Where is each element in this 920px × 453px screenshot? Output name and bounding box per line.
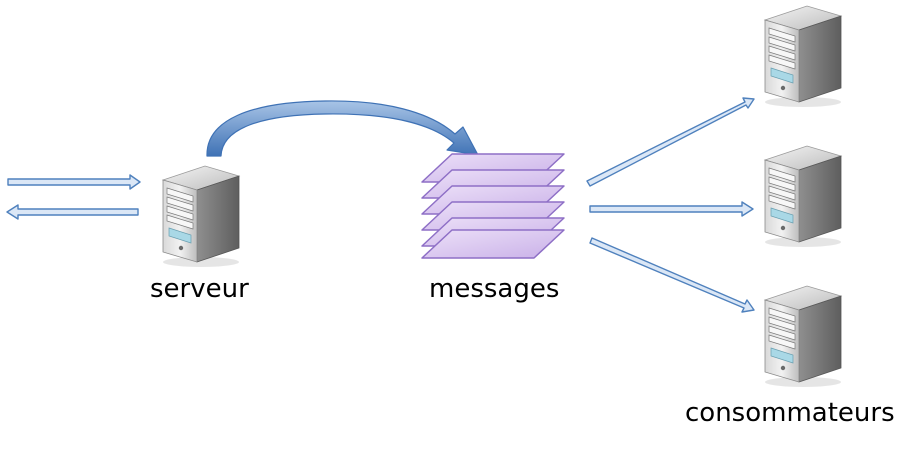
fanout-arrow-middle bbox=[589, 201, 754, 217]
server-label: serveur bbox=[150, 274, 249, 304]
messages-label: messages bbox=[429, 274, 560, 304]
fanout-arrow-bottom bbox=[589, 237, 755, 313]
consumers-label: consommateurs bbox=[685, 398, 895, 428]
message-stack bbox=[421, 153, 565, 259]
publish-curved-arrow bbox=[206, 100, 479, 157]
consumer-server-icon bbox=[764, 5, 842, 108]
consumer-server-icon bbox=[764, 285, 842, 388]
server-icon bbox=[162, 165, 240, 268]
fanout-arrow-top bbox=[586, 97, 755, 187]
consumer-server-icon bbox=[764, 145, 842, 248]
incoming-request-arrow bbox=[7, 174, 141, 190]
outgoing-response-arrow bbox=[6, 204, 139, 220]
